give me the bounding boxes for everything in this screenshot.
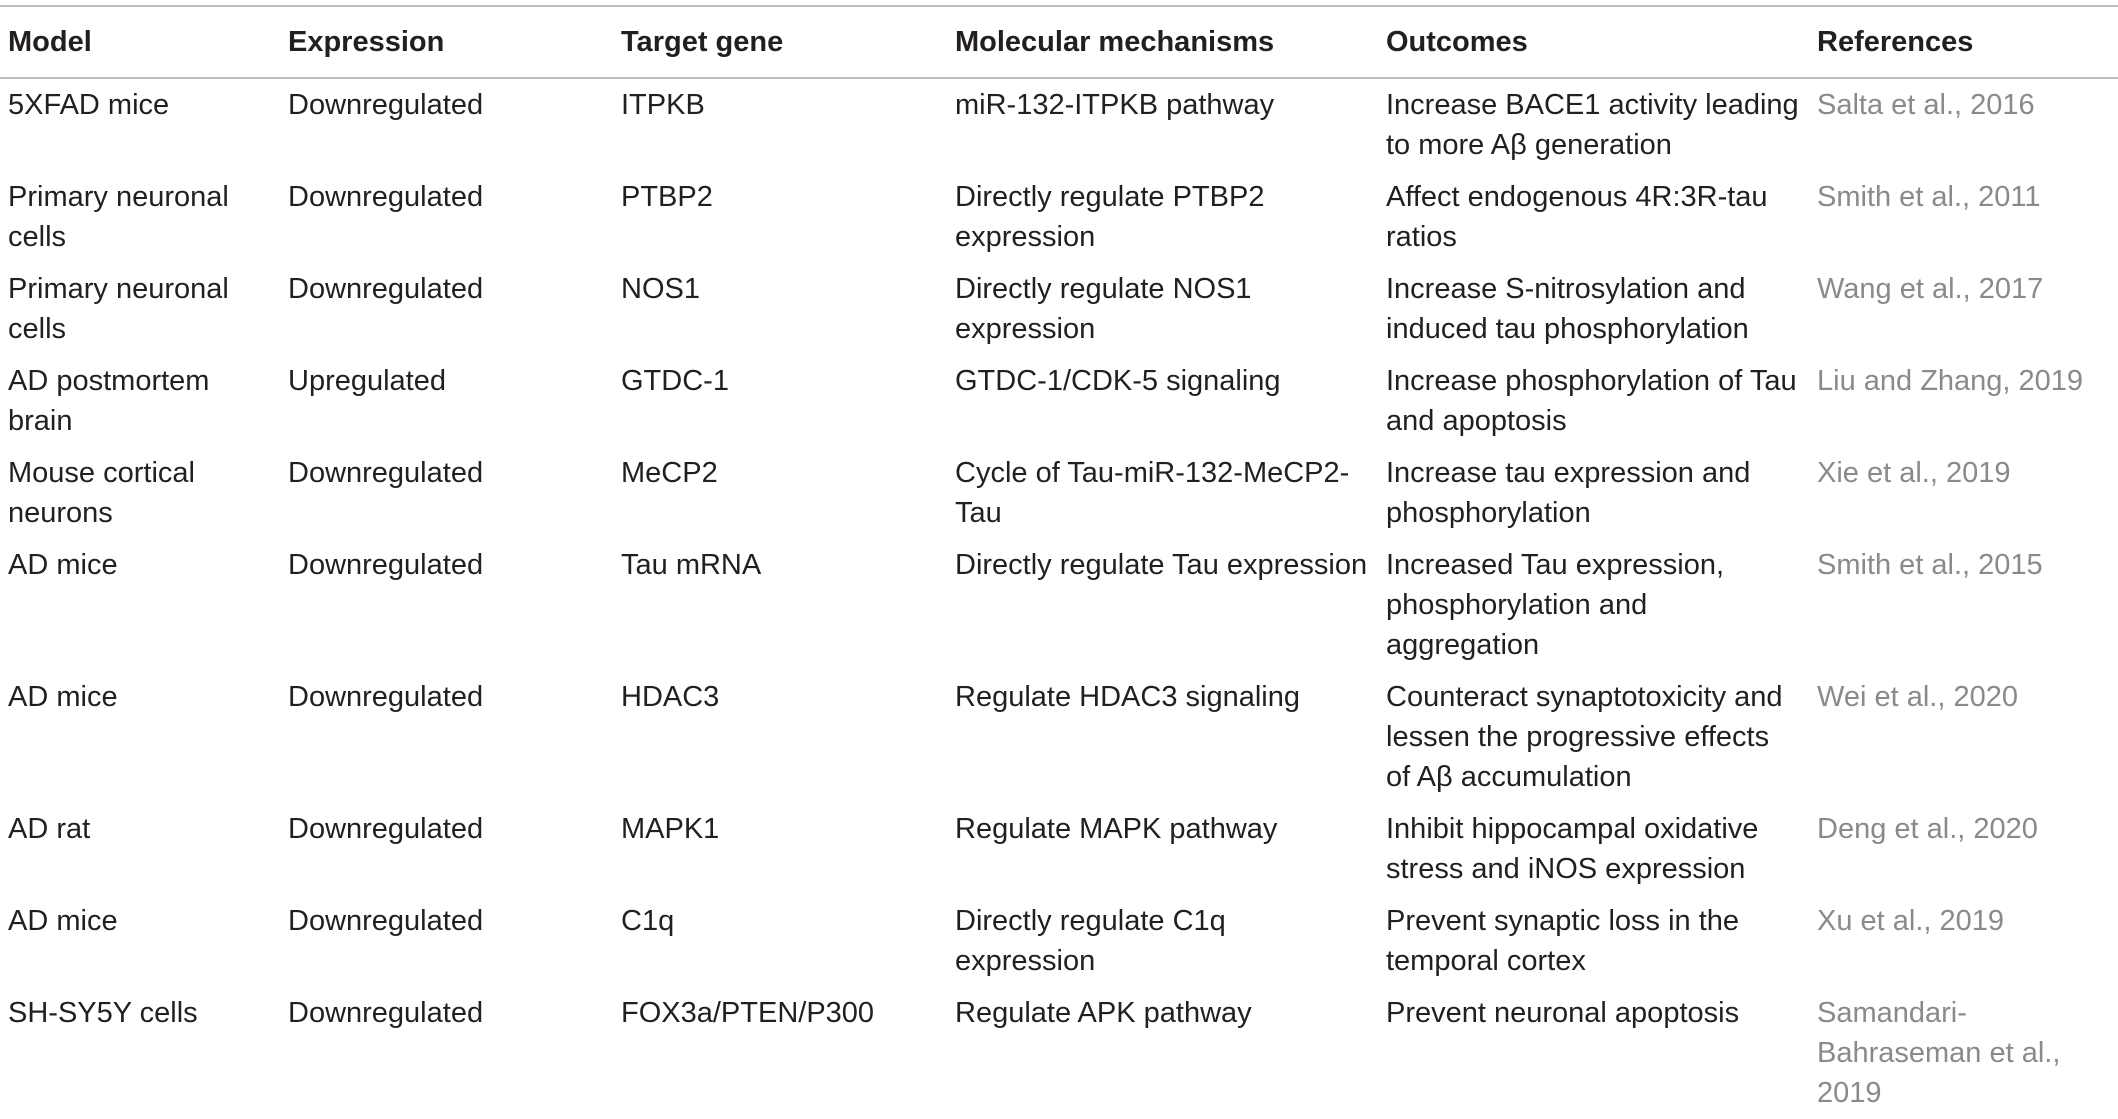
cell-target-gene: GTDC-1 xyxy=(621,365,729,397)
header-expression: Expression xyxy=(280,5,613,79)
header-target-gene: Target gene xyxy=(613,5,947,79)
cell-expression: Downregulated xyxy=(288,89,484,121)
header-model: Model xyxy=(0,5,280,79)
cell-model: Primary neuronal cells xyxy=(8,273,229,345)
cell-expression: Downregulated xyxy=(288,273,484,305)
cell-reference-link[interactable]: Smith et al., 2011 xyxy=(1817,181,2041,213)
cell-mechanism: GTDC-1/CDK-5 signaling xyxy=(955,365,1281,397)
cell-expression: Downregulated xyxy=(288,997,484,1029)
cell-reference-link[interactable]: Liu and Zhang, 2019 xyxy=(1817,365,2084,397)
table-row: AD rat Downregulated MAPK1 Regulate MAPK… xyxy=(0,803,2118,895)
cell-outcome: Prevent neuronal apoptosis xyxy=(1386,997,1740,1029)
cell-mechanism: Regulate HDAC3 signaling xyxy=(955,681,1300,713)
cell-expression: Downregulated xyxy=(288,905,484,937)
cell-target-gene: C1q xyxy=(621,905,675,937)
cell-model: AD postmortem brain xyxy=(8,365,210,437)
table-row: AD postmortem brain Upregulated GTDC-1 G… xyxy=(0,355,2118,447)
header-molecular-mechanisms: Molecular mechanisms xyxy=(947,5,1378,79)
header-row: Model Expression Target gene Molecular m… xyxy=(0,5,2118,79)
cell-target-gene: PTBP2 xyxy=(621,181,713,213)
cell-model: Mouse cortical neurons xyxy=(8,457,195,529)
cell-model: AD mice xyxy=(8,549,118,581)
cell-mechanism: miR-132-ITPKB pathway xyxy=(955,89,1275,121)
cell-target-gene: Tau mRNA xyxy=(621,549,762,581)
table-row: Mouse cortical neurons Downregulated MeC… xyxy=(0,447,2118,539)
cell-outcome: Counteract synaptotoxicity and lessen th… xyxy=(1386,681,1783,793)
table-row: Primary neuronal cells Downregulated NOS… xyxy=(0,263,2118,355)
cell-model: AD mice xyxy=(8,905,118,937)
cell-expression: Downregulated xyxy=(288,181,484,213)
cell-expression: Downregulated xyxy=(288,681,484,713)
cell-mechanism: Cycle of Tau-miR-132-MeCP2-Tau xyxy=(955,457,1350,529)
table-header: Model Expression Target gene Molecular m… xyxy=(0,5,2118,79)
cell-outcome: Increase BACE1 activity leading to more … xyxy=(1386,89,1799,161)
cell-model: SH-SY5Y cells xyxy=(8,997,198,1029)
cell-mechanism: Directly regulate NOS1 expression xyxy=(955,273,1252,345)
cell-reference-link[interactable]: Xu et al., 2019 xyxy=(1817,905,2005,937)
cell-model: AD rat xyxy=(8,813,91,845)
cell-target-gene: HDAC3 xyxy=(621,681,720,713)
header-outcomes: Outcomes xyxy=(1378,5,1809,79)
table-row: AD mice Downregulated HDAC3 Regulate HDA… xyxy=(0,671,2118,803)
table-row: AD mice Downregulated C1q Directly regul… xyxy=(0,895,2118,987)
cell-mechanism: Directly regulate Tau expression xyxy=(955,549,1368,581)
table-row: SH-SY5Y cells Downregulated FOX3a/PTEN/P… xyxy=(0,987,2118,1119)
cell-mechanism: Directly regulate C1q expression xyxy=(955,905,1226,977)
table-container: Model Expression Target gene Molecular m… xyxy=(0,5,2118,1119)
cell-reference-link[interactable]: Wang et al., 2017 xyxy=(1817,273,2044,305)
cell-target-gene: FOX3a/PTEN/P300 xyxy=(621,997,875,1029)
cell-mechanism: Regulate MAPK pathway xyxy=(955,813,1278,845)
cell-expression: Downregulated xyxy=(288,457,484,489)
table-body: 5XFAD mice Downregulated ITPKB miR-132-I… xyxy=(0,78,2118,1119)
cell-expression: Downregulated xyxy=(288,549,484,581)
table-row: 5XFAD mice Downregulated ITPKB miR-132-I… xyxy=(0,78,2118,171)
cell-outcome: Prevent synaptic loss in the temporal co… xyxy=(1386,905,1740,977)
cell-model: AD mice xyxy=(8,681,118,713)
cell-expression: Downregulated xyxy=(288,813,484,845)
cell-outcome: Increase phosphorylation of Tau and apop… xyxy=(1386,365,1797,437)
cell-target-gene: ITPKB xyxy=(621,89,705,121)
cell-reference-link[interactable]: Smith et al., 2015 xyxy=(1817,549,2043,581)
cell-reference-link[interactable]: Wei et al., 2020 xyxy=(1817,681,2018,713)
cell-expression: Upregulated xyxy=(288,365,446,397)
header-references: References xyxy=(1809,5,2118,79)
cell-reference-link[interactable]: Xie et al., 2019 xyxy=(1817,457,2011,489)
cell-mechanism: Regulate APK pathway xyxy=(955,997,1252,1029)
cell-outcome: Affect endogenous 4R:3R-tau ratios xyxy=(1386,181,1768,253)
cell-outcome: Increase tau expression and phosphorylat… xyxy=(1386,457,1751,529)
cell-model: 5XFAD mice xyxy=(8,89,170,121)
cell-reference-link[interactable]: Samandari-Bahraseman et al., 2019 xyxy=(1817,997,2061,1109)
table-row: Primary neuronal cells Downregulated PTB… xyxy=(0,171,2118,263)
cell-mechanism: Directly regulate PTBP2 expression xyxy=(955,181,1265,253)
cell-target-gene: NOS1 xyxy=(621,273,700,305)
cell-reference-link[interactable]: Deng et al., 2020 xyxy=(1817,813,2038,845)
cell-target-gene: MAPK1 xyxy=(621,813,720,845)
cell-model: Primary neuronal cells xyxy=(8,181,229,253)
cell-reference-link[interactable]: Salta et al., 2016 xyxy=(1817,89,2035,121)
cell-outcome: Increase S-nitrosylation and induced tau… xyxy=(1386,273,1749,345)
data-table: Model Expression Target gene Molecular m… xyxy=(0,5,2118,1119)
cell-outcome: Inhibit hippocampal oxidative stress and… xyxy=(1386,813,1759,885)
table-row: AD mice Downregulated Tau mRNA Directly … xyxy=(0,539,2118,671)
cell-outcome: Increased Tau expression, phosphorylatio… xyxy=(1386,549,1725,661)
cell-target-gene: MeCP2 xyxy=(621,457,718,489)
